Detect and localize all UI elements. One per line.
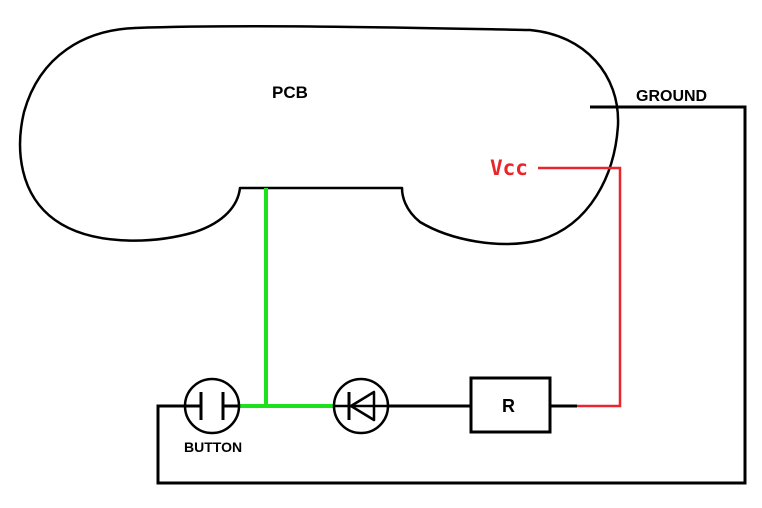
pcb-outline (18, 25, 620, 246)
vcc-label: Vcc (490, 156, 528, 180)
resistor-label: R (502, 396, 515, 416)
push-button-symbol (183, 377, 241, 435)
ground-label: GROUND (636, 88, 707, 105)
vcc-wire (538, 166, 622, 408)
button-label: BUTTON (184, 439, 242, 455)
pcb-label: PCB (272, 83, 308, 102)
ground-wire (156, 105, 747, 485)
resistor-symbol (469, 376, 552, 434)
diode-symbol (332, 377, 390, 435)
